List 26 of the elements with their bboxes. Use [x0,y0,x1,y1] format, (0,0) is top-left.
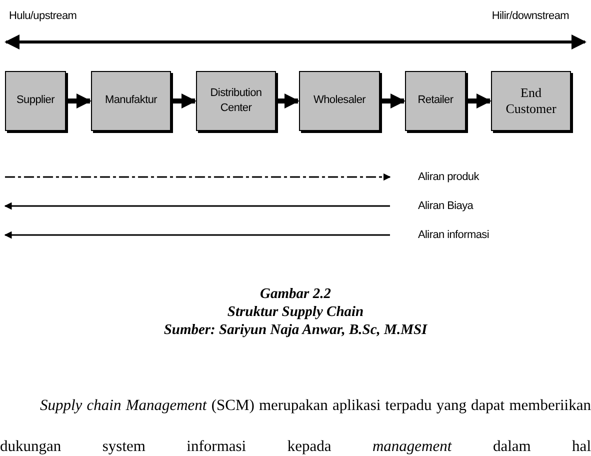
arrow [382,94,406,108]
process-box [5,71,66,131]
legend-label: Aliran Biaya [418,199,474,214]
box-label: Retailer [416,93,454,108]
figure-number: Gambar 2.2 [260,285,331,303]
downstream-label: Hilir/downstream [492,9,569,24]
figure-title: Struktur Supply Chain [227,303,364,321]
arrow [173,94,196,108]
process-box [491,71,571,131]
process-box [91,71,171,131]
body-paragraph: Supply chain Management (SCM) merupakan aplikasi terpadu yang dapat memberiikan dukungan system informasi kepada management dalam hal [0,396,591,456]
box-label: End Customer [504,85,558,117]
process-box [196,71,276,131]
box-label: Wholesaler [312,93,367,108]
box-label: Distribution Center [209,86,263,116]
upstream-label: Hulu/upstream [9,9,77,24]
arrow [468,94,492,108]
arrow [278,94,300,108]
arrow [68,94,92,108]
box-label: Supplier [16,93,56,108]
box-label: Manufaktur [104,93,158,108]
legend-label: Aliran produk [418,170,479,185]
legend-label: Aliran informasi [418,228,490,243]
process-box [299,71,380,131]
process-box [405,71,466,131]
figure-source: Sumber: Sariyun Naja Anwar, B.Sc, M.MSI [164,321,428,339]
